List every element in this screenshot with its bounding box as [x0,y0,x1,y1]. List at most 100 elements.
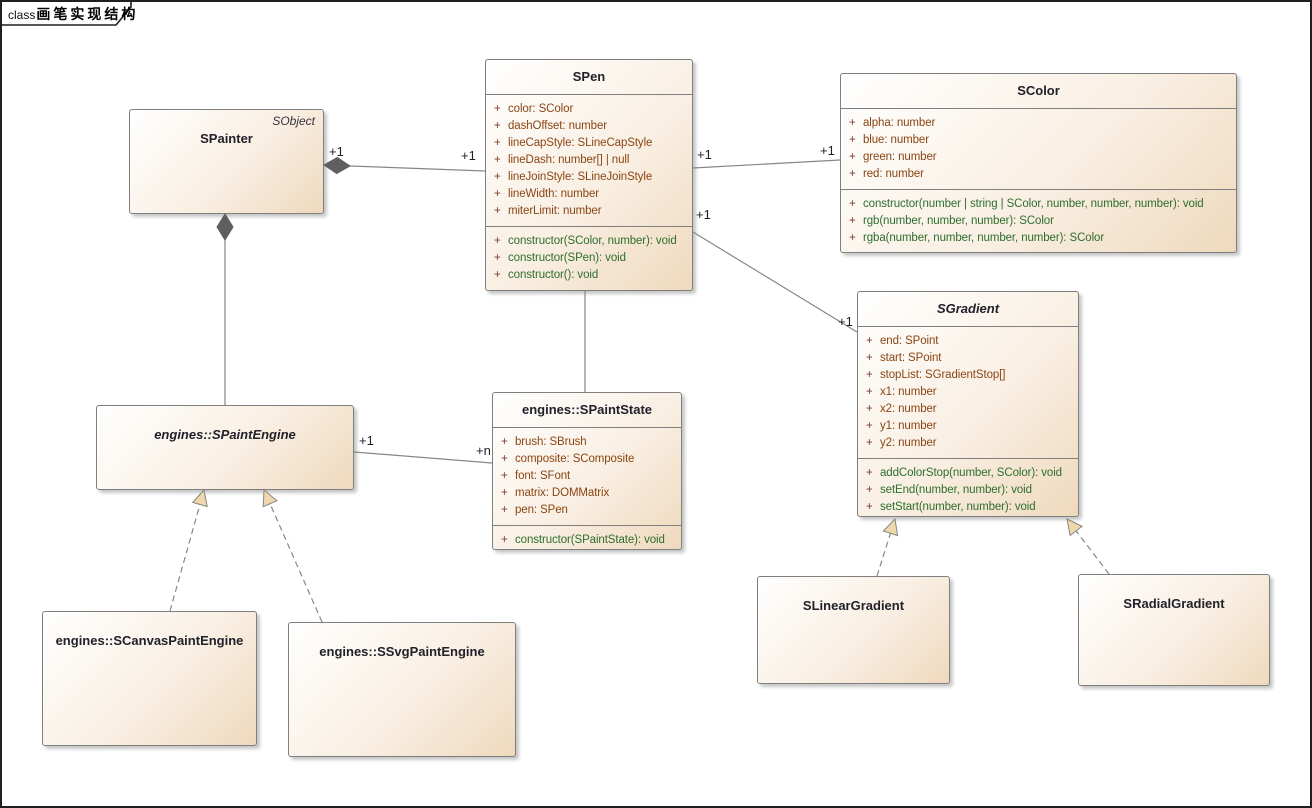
class-title: engines::SSvgPaintEngine [319,644,485,659]
attribute-row[interactable]: +blue: number [841,132,1236,149]
method-row[interactable]: +constructor(SPen): void [486,250,692,267]
method-row[interactable]: +constructor(): void [486,267,692,284]
attributes-compartment: +color: SColor+dashOffset: number+lineCa… [486,95,692,226]
attribute-text: lineCapStyle: SLineCapStyle [508,137,653,149]
visibility-public-sign: + [866,484,873,496]
class-SColor[interactable]: SColor+alpha: number+blue: number+green:… [840,73,1237,253]
visibility-public-sign: + [866,335,873,347]
visibility-public-sign: + [849,134,856,146]
attribute-row[interactable]: + color: SColor [486,101,692,118]
visibility-public-sign: + [866,386,873,398]
class-header: engines::SPaintState [493,393,681,428]
attribute-row[interactable]: +x2: number [858,401,1078,418]
class-SPen[interactable]: SPen+color: SColor+dashOffset: number+li… [485,59,693,291]
visibility-public-sign: + [866,403,873,415]
attribute-text: green: number [863,151,937,163]
method-row[interactable]: +constructor(SColor, number): void [486,233,692,250]
visibility-public-sign: + [866,420,873,432]
visibility-public-sign: + [849,168,856,180]
class-title: engines::SCanvasPaintEngine [55,633,244,648]
class-header: SColor [841,74,1236,109]
visibility-public-sign: + [494,171,501,183]
method-text: setEnd(number, number): void [880,484,1032,496]
class-SLinearGradient[interactable]: SLinearGradient [757,576,950,684]
attribute-row[interactable]: +lineWidth: number [486,186,692,203]
class-engines-SPaintState[interactable]: engines::SPaintState+brush: SBrush+ compo… [492,392,682,550]
method-row[interactable]: +constructor(SPaintState): void [493,532,681,549]
method-text: constructor(SColor, number): void [508,235,677,247]
attribute-text: x1: number [880,386,937,398]
visibility-public-sign: + [501,504,508,516]
class-header: engines::SPaintEngine [97,426,353,444]
attribute-text: miterLimit: number [508,205,602,217]
attribute-row[interactable]: +dashOffset: number [486,118,692,135]
attribute-text: y1: number [880,420,937,432]
class-engines-SSvgPaintEngine[interactable]: engines::SSvgPaintEngine [288,622,516,757]
frame-keyword: class [8,8,36,22]
visibility-public-sign: + [501,470,508,482]
attribute-row[interactable]: +stopList: SGradientStop[] [858,367,1078,384]
visibility-public-sign: + [494,205,501,217]
method-row[interactable]: +setStart(number, number): void [858,499,1078,516]
method-row[interactable]: + addColorStop(number, SColor): void [858,465,1078,482]
method-row[interactable]: +constructor(number | string | SColor, n… [841,196,1236,213]
attribute-row[interactable]: + y1: number [858,418,1078,435]
class-header: SPainter [130,130,323,148]
attributes-compartment: +brush: SBrush + composite: SComposite + fon… [493,428,681,525]
method-text: addColorStop(number, SColor): void [880,467,1062,479]
class-title: SLinearGradient [802,598,905,613]
class-title: SColor [1017,83,1060,98]
attribute-row[interactable]: + end: SPoint [858,333,1078,350]
attribute-text: font: SFont [515,470,571,482]
attribute-text: color: SColor [508,103,574,115]
method-row[interactable]: + setEnd(number, number): void [858,482,1078,499]
frame-tab-shape [2,2,132,26]
visibility-public-sign: + [501,453,508,465]
attribute-text: lineJoinStyle: SLineJoinStyle [508,171,653,183]
method-row[interactable]: +rgba(number, number, number, number): S… [841,230,1236,247]
methods-compartment: + addColorStop(number, SColor): void + setE… [858,458,1078,522]
attribute-row[interactable]: + miterLimit: number [486,203,692,220]
class-engines-SPaintEngine[interactable]: engines::SPaintEngine [96,405,354,490]
visibility-public-sign: + [866,467,873,479]
attribute-text: alpha: number [863,117,936,129]
attribute-text: end: SPoint [880,335,939,347]
attribute-row[interactable]: + x1: number [858,384,1078,401]
attribute-row[interactable]: +lineCapStyle: SLineCapStyle [486,135,692,152]
class-engines-SCanvasPaintEngine[interactable]: engines::SCanvasPaintEngine [42,611,257,746]
attribute-row[interactable]: + font: SFont [493,468,681,485]
method-text: setStart(number, number): void [880,501,1036,513]
class-title: engines::SPaintEngine [154,427,296,442]
attribute-text: composite: SComposite [515,453,635,465]
attribute-text: start: SPoint [880,352,942,364]
visibility-public-sign: + [494,154,501,166]
attribute-row[interactable]: +matrix: DOMMatrix [493,485,681,502]
attribute-row[interactable]: + composite: SComposite [493,451,681,468]
visibility-public-sign: + [849,215,856,227]
attribute-row[interactable]: +lineDash: number[] | null [486,152,692,169]
attribute-text: lineWidth: number [508,188,599,200]
attribute-text: matrix: DOMMatrix [515,487,610,499]
attribute-row[interactable]: +y2: number [858,435,1078,452]
attribute-row[interactable]: +green: number [841,149,1236,166]
visibility-public-sign: + [866,352,873,364]
methods-compartment: +constructor(number | string | SColor, n… [841,189,1236,253]
attribute-row[interactable]: +red: number [841,166,1236,183]
method-row[interactable]: +rgb(number, number, number): SColor [841,213,1236,230]
attribute-row[interactable]: + start: SPoint [858,350,1078,367]
attribute-text: dashOffset: number [508,120,607,132]
visibility-public-sign: + [849,232,856,244]
class-SGradient[interactable]: SGradient+end: SPoint+start: SPoint+stop… [857,291,1079,517]
frame-title: 画笔实现结构 [36,6,139,22]
attribute-row[interactable]: + lineJoinStyle: SLineJoinStyle [486,169,692,186]
visibility-public-sign: + [494,103,501,115]
attribute-row[interactable]: +pen: SPen [493,502,681,519]
attribute-row[interactable]: +brush: SBrush [493,434,681,451]
method-text: constructor(SPaintState): void [515,534,665,546]
attribute-row[interactable]: +alpha: number [841,115,1236,132]
class-SRadialGradient[interactable]: SRadialGradient [1078,574,1270,686]
method-text: constructor(): void [508,269,599,281]
